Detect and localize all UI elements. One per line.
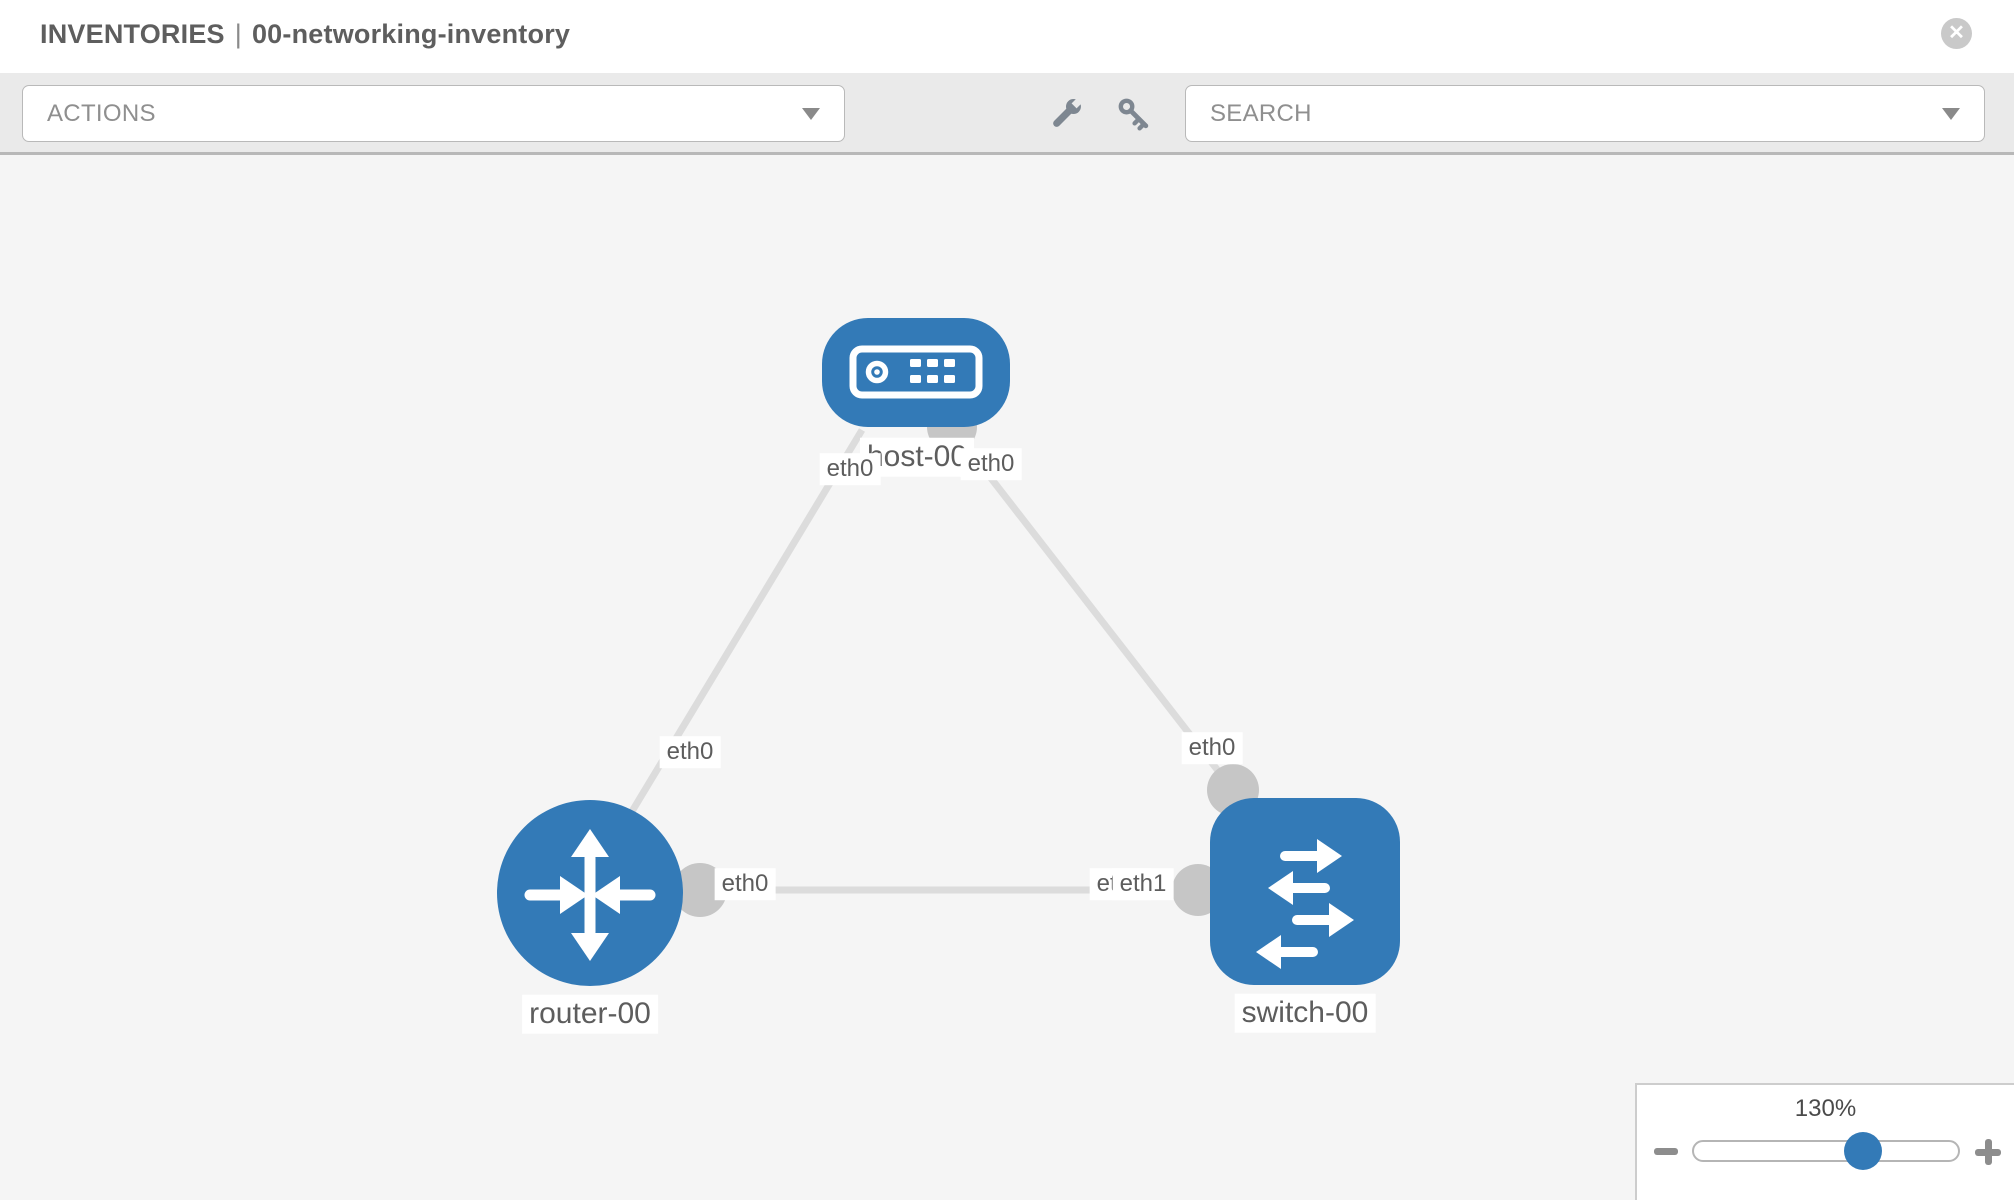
- topology-graph: [497, 318, 1400, 986]
- credentials-button[interactable]: [1093, 73, 1175, 155]
- chevron-down-icon: [1942, 107, 1960, 120]
- page-title: INVENTORIES | 00-networking-inventory: [40, 19, 570, 50]
- search-dropdown-label: SEARCH: [1210, 99, 1312, 127]
- edges: [625, 425, 1236, 894]
- interface-label: eth0: [714, 868, 776, 900]
- zoom-slider[interactable]: [1692, 1132, 1960, 1170]
- search-dropdown[interactable]: SEARCH: [1185, 85, 1985, 142]
- host-icon: [849, 345, 983, 399]
- breadcrumb-separator: |: [234, 19, 242, 49]
- interface-label: eth0: [659, 736, 721, 768]
- router-icon: [524, 829, 656, 961]
- switch-icon: [1256, 839, 1354, 969]
- toolbar: ACTIONS SEARCH: [0, 73, 2014, 155]
- actions-dropdown[interactable]: ACTIONS: [22, 85, 845, 142]
- close-icon[interactable]: ✕: [1941, 18, 1972, 49]
- node-label-router: router-00: [522, 994, 658, 1034]
- tools-button[interactable]: [1025, 73, 1107, 155]
- inventory-name: 00-networking-inventory: [251, 19, 571, 49]
- zoom-out-icon[interactable]: [1654, 1148, 1678, 1155]
- edge-host-switch[interactable]: [949, 425, 1236, 793]
- zoom-control-panel: 130%: [1635, 1083, 2014, 1200]
- breadcrumb-section: INVENTORIES: [40, 19, 225, 49]
- zoom-slider-row: [1637, 1129, 2014, 1173]
- interface-label: eth0: [1181, 732, 1243, 764]
- node-switch-00[interactable]: [1210, 798, 1400, 985]
- key-icon: [1118, 98, 1149, 131]
- node-host-00[interactable]: [822, 318, 1010, 427]
- header-bar: INVENTORIES | 00-networking-inventory ✕: [0, 0, 2014, 73]
- node-label-switch: switch-00: [1234, 993, 1376, 1033]
- topology-canvas[interactable]: host-00 router-00 switch-00 eth0 eth0 et…: [0, 156, 2014, 1200]
- zoom-slider-thumb[interactable]: [1843, 1132, 1882, 1170]
- zoom-in-icon[interactable]: [1975, 1139, 2001, 1165]
- actions-dropdown-label: ACTIONS: [47, 99, 156, 127]
- interface-label: eth1: [1112, 868, 1174, 900]
- interface-label: eth0: [819, 453, 881, 485]
- node-router-00[interactable]: [497, 800, 683, 986]
- chevron-down-icon: [802, 107, 820, 120]
- zoom-level-value: 130%: [1794, 1095, 1857, 1122]
- interface-dot-router[interactable]: [673, 863, 727, 917]
- wrench-icon: [1053, 96, 1084, 127]
- interface-label: eth0: [960, 448, 1022, 480]
